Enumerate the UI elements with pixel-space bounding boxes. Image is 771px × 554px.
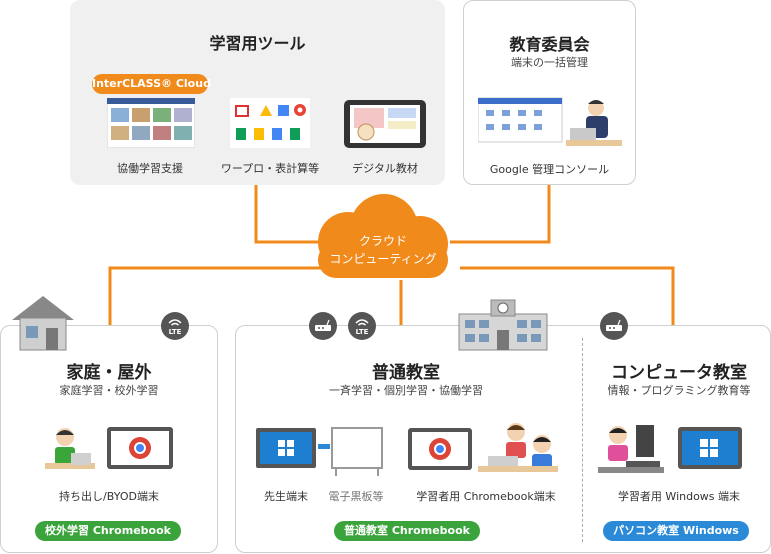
byod-label: 持ち出し/BYOD端末 bbox=[59, 490, 159, 503]
learning-tools-title: 学習用ツール bbox=[209, 34, 306, 53]
pc-room-subtitle: 情報・プログラミング教育等 bbox=[607, 384, 751, 397]
classroom-students-illustration bbox=[408, 423, 558, 472]
school-panel: 普通教室 一斉学習・個別学習・協働学習 先生端末 電子黒板等 学習者用 Chro… bbox=[235, 325, 771, 553]
teacher-device-label: 先生端末 bbox=[264, 490, 308, 503]
home-title: 家庭・屋外 bbox=[66, 363, 152, 383]
pc-room-pill: パソコン教室 Windows bbox=[603, 521, 749, 541]
digital-material-label: デジタル教材 bbox=[352, 162, 418, 175]
house-icon bbox=[12, 296, 74, 351]
school-building-icon bbox=[458, 299, 548, 351]
digital-textbook-tablet bbox=[344, 100, 426, 148]
admin-console-illustration bbox=[478, 97, 622, 146]
board-of-education-panel: 教育委員会 端末の一括管理 Google 管理コンソール bbox=[463, 0, 636, 185]
pc-room-title: コンピュータ教室 bbox=[611, 363, 747, 383]
learning-tools-panel: 学習用ツール InterCLASS® Cloud 協働学習支援 ワ bbox=[70, 0, 445, 185]
home-student-illustration bbox=[45, 427, 173, 469]
classroom-subtitle: 一斉学習・個別学習・協働学習 bbox=[329, 384, 483, 397]
home-lte-icon: LTE bbox=[161, 312, 189, 340]
board-title: 教育委員会 bbox=[509, 35, 590, 54]
teacher-board-illustration bbox=[256, 427, 383, 476]
classroom-title: 普通教室 bbox=[372, 363, 440, 383]
home-subtitle: 家庭学習・校外学習 bbox=[59, 384, 159, 397]
office-label: ワープロ・表計算等 bbox=[220, 162, 320, 175]
cloud-label-line1: クラウド bbox=[358, 234, 407, 248]
classroom-pill: 普通教室 Chromebook bbox=[334, 521, 480, 541]
cloud-label-line2: コンピューティング bbox=[329, 252, 437, 266]
pc-room-illustration bbox=[598, 425, 742, 473]
home-panel: 家庭・屋外 家庭学習・校外学習 持ち出し/BYOD端末 校外学習 Chromeb… bbox=[0, 325, 218, 553]
cloud-icon bbox=[318, 194, 448, 278]
google-apps-icons bbox=[230, 98, 310, 148]
home-pill: 校外学習 Chromebook bbox=[35, 521, 181, 541]
classroom-lte-icon: LTE bbox=[348, 312, 376, 340]
collaboration-screen-thumbnail bbox=[107, 98, 195, 148]
board-subtitle: 端末の一括管理 bbox=[511, 56, 588, 69]
collab-label: 協働学習支援 bbox=[117, 162, 183, 175]
windows-student-label: 学習者用 Windows 端末 bbox=[617, 490, 741, 503]
classroom-lte-text: LTE bbox=[356, 328, 369, 336]
section-divider bbox=[582, 338, 583, 542]
pc-room-router-icon bbox=[600, 312, 628, 340]
home-lte-text: LTE bbox=[169, 328, 182, 336]
classroom-router-icon bbox=[309, 312, 337, 340]
interclass-badge: InterCLASS® Cloud bbox=[92, 74, 211, 94]
chromebook-student-label: 学習者用 Chromebook端末 bbox=[416, 490, 556, 503]
whiteboard-label: 電子黒板等 bbox=[328, 490, 384, 503]
admin-console-label: Google 管理コンソール bbox=[489, 163, 610, 176]
